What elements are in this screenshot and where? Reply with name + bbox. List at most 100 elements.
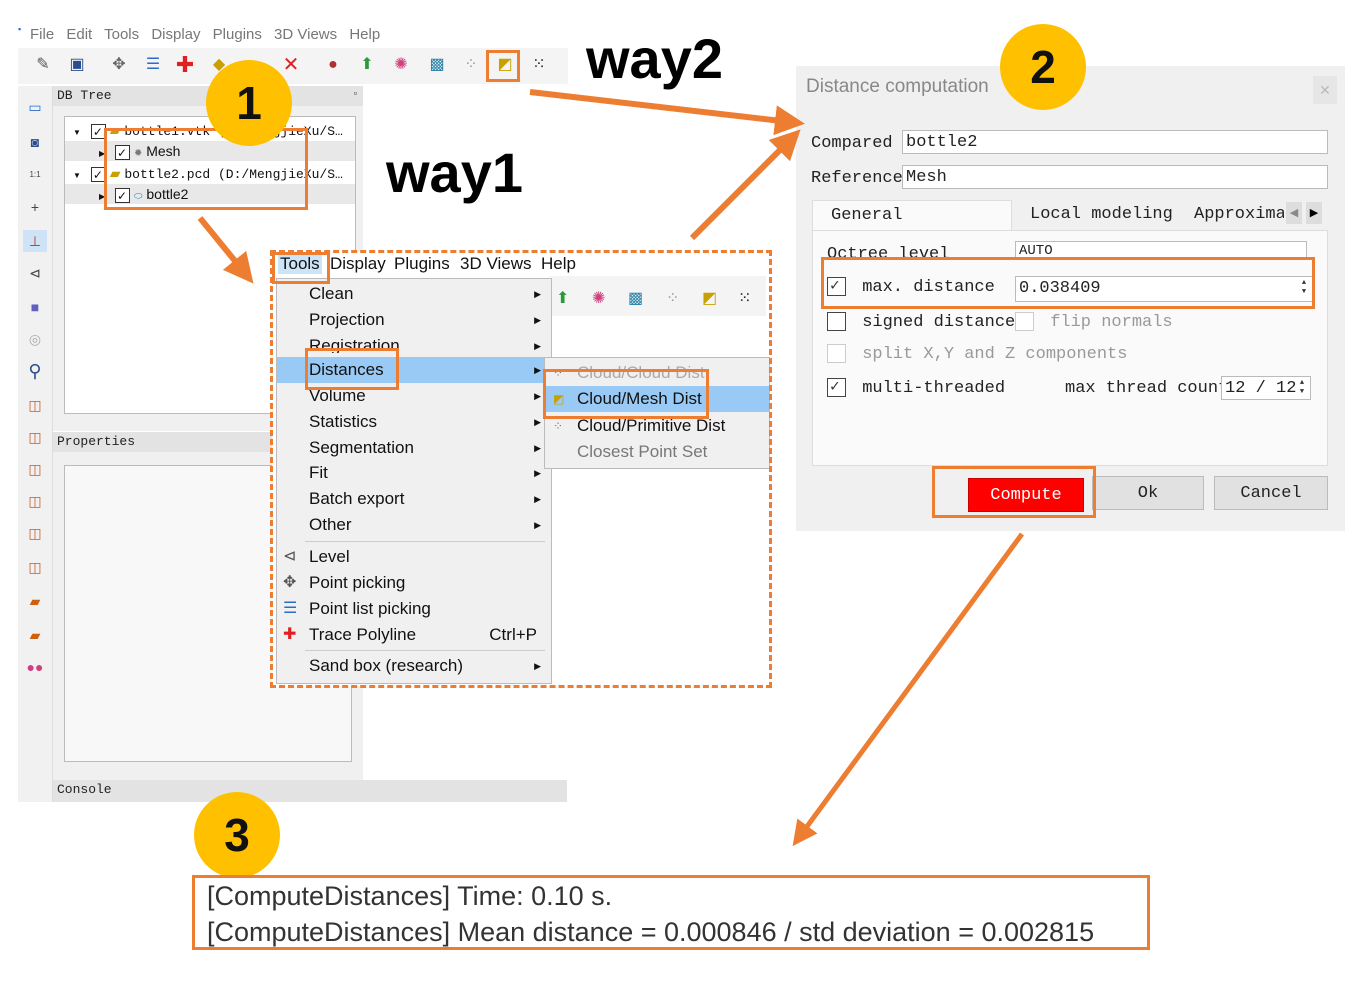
menu-help[interactable]: Help [349, 26, 381, 43]
tree-row[interactable]: ▼ ▰ bottle2.pcd (D:/MengjieXu/S… [65, 163, 343, 185]
center-icon[interactable]: + [30, 199, 40, 215]
closest-point-icon[interactable]: ⁙ [532, 56, 546, 73]
menu-item-clean[interactable]: Clean▶ [309, 284, 541, 303]
menu-plugins[interactable]: Plugins [212, 26, 262, 43]
spinner-icon[interactable]: ▲▼ [1299, 379, 1305, 396]
signed-distances-option: signed distances [827, 312, 1025, 332]
menu-item-distances[interactable]: Distances▶ [277, 357, 551, 383]
level-icon[interactable]: ⊲ [29, 265, 41, 281]
zoom-1to1-icon[interactable]: 1:1 [29, 170, 41, 179]
object-icon[interactable]: ■ [30, 299, 40, 315]
display-icon[interactable]: ▭ [28, 99, 42, 115]
view-top-icon[interactable]: ◫ [28, 397, 42, 413]
signed-distances-checkbox[interactable] [827, 312, 846, 331]
expand-icon[interactable]: ▼ [73, 171, 81, 180]
camera-icon[interactable]: ◙ [30, 134, 40, 150]
arrow-way2 [529, 89, 805, 136]
menu-item-point-picking[interactable]: ✥Point picking [277, 570, 551, 596]
submenu-cloud-primitive[interactable]: ⁘Cloud/Primitive Dist [545, 413, 769, 435]
console-title: Console [53, 780, 567, 800]
menu-item-sandbox[interactable]: Sand box (research)▶ [309, 656, 541, 675]
max-thread-input[interactable]: 12 / 12 ▲▼ [1221, 376, 1311, 400]
flip-normals-checkbox[interactable] [1015, 312, 1034, 331]
menu-tools[interactable]: Tools [104, 26, 140, 43]
menu-tools[interactable]: Tools [278, 254, 322, 274]
expand-icon[interactable]: ▼ [73, 128, 81, 137]
compared-field[interactable]: bottle2 [902, 130, 1328, 154]
menu-bar: Tools Display Plugins 3D Views Help [272, 252, 770, 276]
octree-icon: ▩ [628, 290, 644, 307]
tree-checkbox[interactable] [115, 143, 131, 163]
normals-icon[interactable]: ⬆ [360, 56, 374, 73]
menu-help[interactable]: Help [541, 254, 576, 273]
menu-plugins[interactable]: Plugins [394, 254, 450, 273]
perspective-icon[interactable]: ⊥ [23, 230, 47, 252]
spinner-icon[interactable]: ▲▼ [1301, 279, 1307, 296]
view-bottom-icon[interactable]: ◫ [28, 559, 42, 575]
delete-icon[interactable]: ✕ [282, 54, 300, 76]
multi-threaded-checkbox[interactable] [827, 376, 846, 397]
menu-item-point-list-picking[interactable]: ☰Point list picking [277, 596, 551, 622]
menu-3dviews[interactable]: 3D Views [460, 254, 532, 273]
open-icon[interactable]: ✎ [36, 56, 50, 73]
view-front-icon[interactable]: ◫ [28, 429, 42, 445]
menu-item-level[interactable]: ⊲Level [277, 544, 551, 570]
menu-item-batch-export[interactable]: Batch export▶ [309, 489, 541, 508]
menu-item-other[interactable]: Other▶ [309, 515, 541, 534]
compute-button[interactable]: Compute [968, 478, 1084, 512]
view-right-icon[interactable]: ◫ [28, 525, 42, 541]
menu-display[interactable]: Display [151, 26, 201, 43]
menu-item-fit[interactable]: Fit▶ [309, 463, 541, 482]
tree-checkbox[interactable] [115, 186, 131, 206]
reference-field[interactable]: Mesh [902, 165, 1328, 189]
menu-file[interactable]: File [30, 26, 55, 43]
tab-scroll-right-icon[interactable]: ▶ [1306, 202, 1322, 224]
close-icon[interactable]: ✕ [1313, 76, 1337, 104]
expand-icon[interactable]: ▶ [99, 149, 106, 158]
menu-item-projection[interactable]: Projection▶ [309, 310, 541, 329]
noise-filter-icon[interactable]: ✺ [394, 56, 408, 73]
menu-edit[interactable]: Edit [66, 26, 93, 43]
save-icon[interactable]: ▣ [69, 56, 85, 73]
tab-scroll-left-icon[interactable]: ◀ [1286, 202, 1302, 224]
sample-icon[interactable]: ● [328, 56, 338, 73]
submenu-closest-point[interactable]: Closest Point Set [577, 442, 708, 461]
highlight-way1-menu [270, 250, 772, 688]
menu-item-statistics[interactable]: Statistics▶ [309, 412, 541, 431]
max-distance-input[interactable]: 0.038409 ▲▼ [1015, 276, 1313, 302]
cancel-button[interactable]: Cancel [1214, 476, 1328, 510]
cloud-cloud-dist-icon[interactable]: ⁘ [464, 56, 478, 73]
undock-icon[interactable]: ▫ [353, 88, 357, 98]
menu-3dviews[interactable]: 3D Views [274, 26, 338, 43]
octree-icon[interactable]: ▩ [429, 56, 445, 73]
expand-icon[interactable]: ▶ [99, 192, 106, 201]
menu-display[interactable]: Display [330, 254, 386, 273]
highlight-compute-button [932, 466, 1096, 518]
cloud-mesh-dist-icon[interactable]: ◩ [497, 56, 513, 73]
stereo-icon[interactable]: ●● [26, 659, 44, 675]
split-components-option: split X,Y and Z components [827, 344, 1127, 364]
tab-approximate[interactable]: Approximat [1194, 205, 1284, 224]
trace-polyline-icon[interactable]: ✚ [175, 52, 195, 77]
tab-local-modeling[interactable]: Local modeling [1030, 205, 1173, 224]
menu-item-volume[interactable]: Volume▶ [309, 386, 541, 405]
iso-back-icon[interactable]: ▰ [29, 627, 41, 643]
point-list-icon[interactable]: ☰ [145, 56, 161, 73]
iso-front-icon[interactable]: ▰ [29, 593, 41, 609]
view-left-icon[interactable]: ◫ [28, 461, 42, 477]
tree-row[interactable]: ▶ ⬭ bottle2 [65, 184, 355, 206]
max-distance-checkbox[interactable] [827, 275, 846, 296]
submenu-cloud-mesh[interactable]: ◩Cloud/Mesh Dist [545, 386, 769, 412]
highlight-cloud-mesh-item [543, 369, 709, 419]
view-back-icon[interactable]: ◫ [28, 493, 42, 509]
cloud-mesh-dist-icon: ◩ [553, 392, 565, 406]
menu-item-segmentation[interactable]: Segmentation▶ [309, 438, 541, 457]
ok-button[interactable]: Ok [1092, 476, 1204, 510]
zoom-icon[interactable]: ⚲ [28, 361, 42, 381]
tree-row[interactable]: ▶ ✹ Mesh [65, 141, 355, 163]
max-thread-label: max thread count [1065, 379, 1229, 398]
light-icon[interactable]: ◎ [28, 331, 42, 347]
point-picking-icon[interactable]: ✥ [112, 56, 126, 73]
split-components-checkbox[interactable] [827, 344, 846, 363]
